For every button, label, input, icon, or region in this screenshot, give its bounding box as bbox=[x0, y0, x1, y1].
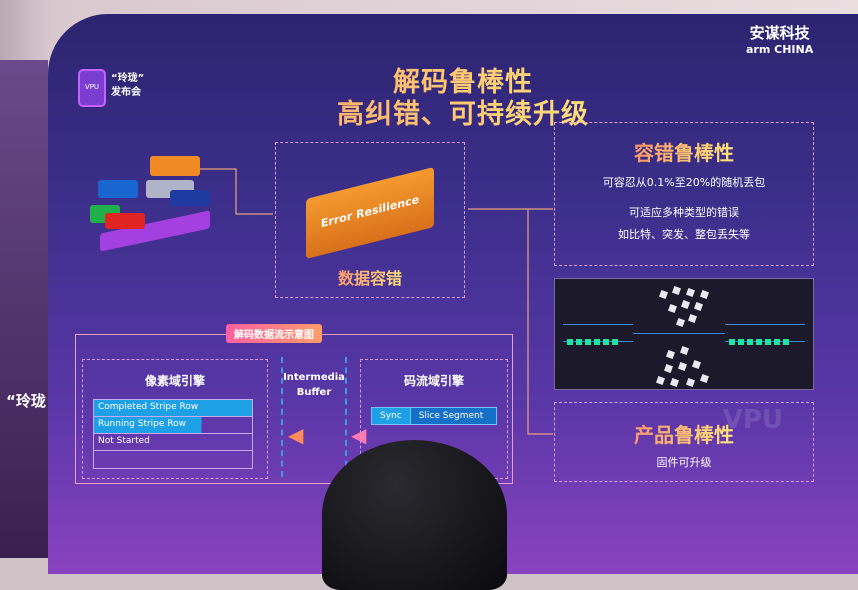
error-box-label: 数据容错 bbox=[276, 265, 464, 289]
event-line1: “玲珑” bbox=[111, 73, 145, 84]
stripe-row-completed: Completed Stripe Row bbox=[94, 400, 252, 417]
title-line1: 解码鲁棒性 bbox=[48, 60, 858, 99]
vpu-logo-icon: VPU bbox=[78, 69, 106, 107]
arrow-left-icon: ◀ bbox=[288, 423, 304, 447]
logo-badge: VPU bbox=[84, 83, 100, 91]
dataflow-diagram: 解码数据流示意图 像素域引擎 Completed Stripe Row Runn… bbox=[75, 324, 513, 484]
product-robustness-box: VPU 产品鲁棒性 固件可升级 bbox=[554, 402, 814, 482]
lego-stack-illustration bbox=[90, 150, 240, 252]
product-heading: 产品鲁棒性 bbox=[555, 419, 813, 448]
sync-cell: Sync bbox=[372, 408, 411, 424]
packet-loss-diagram bbox=[554, 278, 814, 390]
event-line2: 发布会 bbox=[111, 87, 141, 98]
error-brick-icon: Error Resilience bbox=[306, 167, 434, 259]
brand-en: arm CHINA bbox=[746, 43, 814, 56]
brand-cn: 安谋科技 bbox=[749, 24, 810, 42]
side-panel: “玲珑 bbox=[0, 60, 48, 558]
stripe-row-empty bbox=[94, 451, 252, 468]
fault-line3: 如比特、突发、整包丢失等 bbox=[618, 228, 750, 241]
brick-text: Error Resilience bbox=[320, 192, 420, 231]
stripe-row-not-started: Not Started bbox=[94, 434, 252, 451]
buffer-line2: Buffer bbox=[296, 387, 332, 398]
stripe-row-running: Running Stripe Row bbox=[94, 417, 252, 434]
buffer-line-right bbox=[345, 357, 347, 477]
pixel-engine-title: 像素域引擎 bbox=[144, 374, 205, 388]
vpu-watermark: VPU bbox=[722, 405, 783, 435]
product-desc: 固件可升级 bbox=[656, 456, 712, 469]
pixel-engine-box: 像素域引擎 Completed Stripe Row Running Strip… bbox=[82, 359, 268, 479]
slice-segment-cell: Slice Segment bbox=[410, 408, 496, 424]
fault-line2: 可适应多种类型的错误 bbox=[629, 206, 739, 219]
stream-engine-title: 码流域引擎 bbox=[403, 374, 464, 388]
buffer-line1: Intermedia bbox=[283, 372, 345, 383]
buffer-line-left bbox=[281, 357, 283, 477]
stripe-table: Completed Stripe Row Running Stripe Row … bbox=[93, 399, 253, 469]
title-line2: 高纠错、可持续升级 bbox=[48, 92, 858, 131]
stream-segment-bar: Sync Slice Segment bbox=[371, 407, 497, 425]
event-logo: “玲珑” 发布会 bbox=[111, 72, 144, 100]
arrow-left-icon: ◀ bbox=[351, 423, 367, 447]
fault-tolerance-box: 容错鲁棒性 可容忍从0.1%至20%的随机丢包 可适应多种类型的错误 如比特、突… bbox=[554, 122, 814, 266]
fault-line1: 可容忍从0.1%至20%的随机丢包 bbox=[602, 176, 766, 189]
error-resilience-box: Error Resilience 数据容错 bbox=[275, 142, 465, 298]
fault-heading: 容错鲁棒性 bbox=[555, 137, 813, 166]
dataflow-tag: 解码数据流示意图 bbox=[226, 324, 322, 343]
side-text: “玲珑 bbox=[6, 392, 46, 410]
audience-head bbox=[322, 440, 507, 590]
